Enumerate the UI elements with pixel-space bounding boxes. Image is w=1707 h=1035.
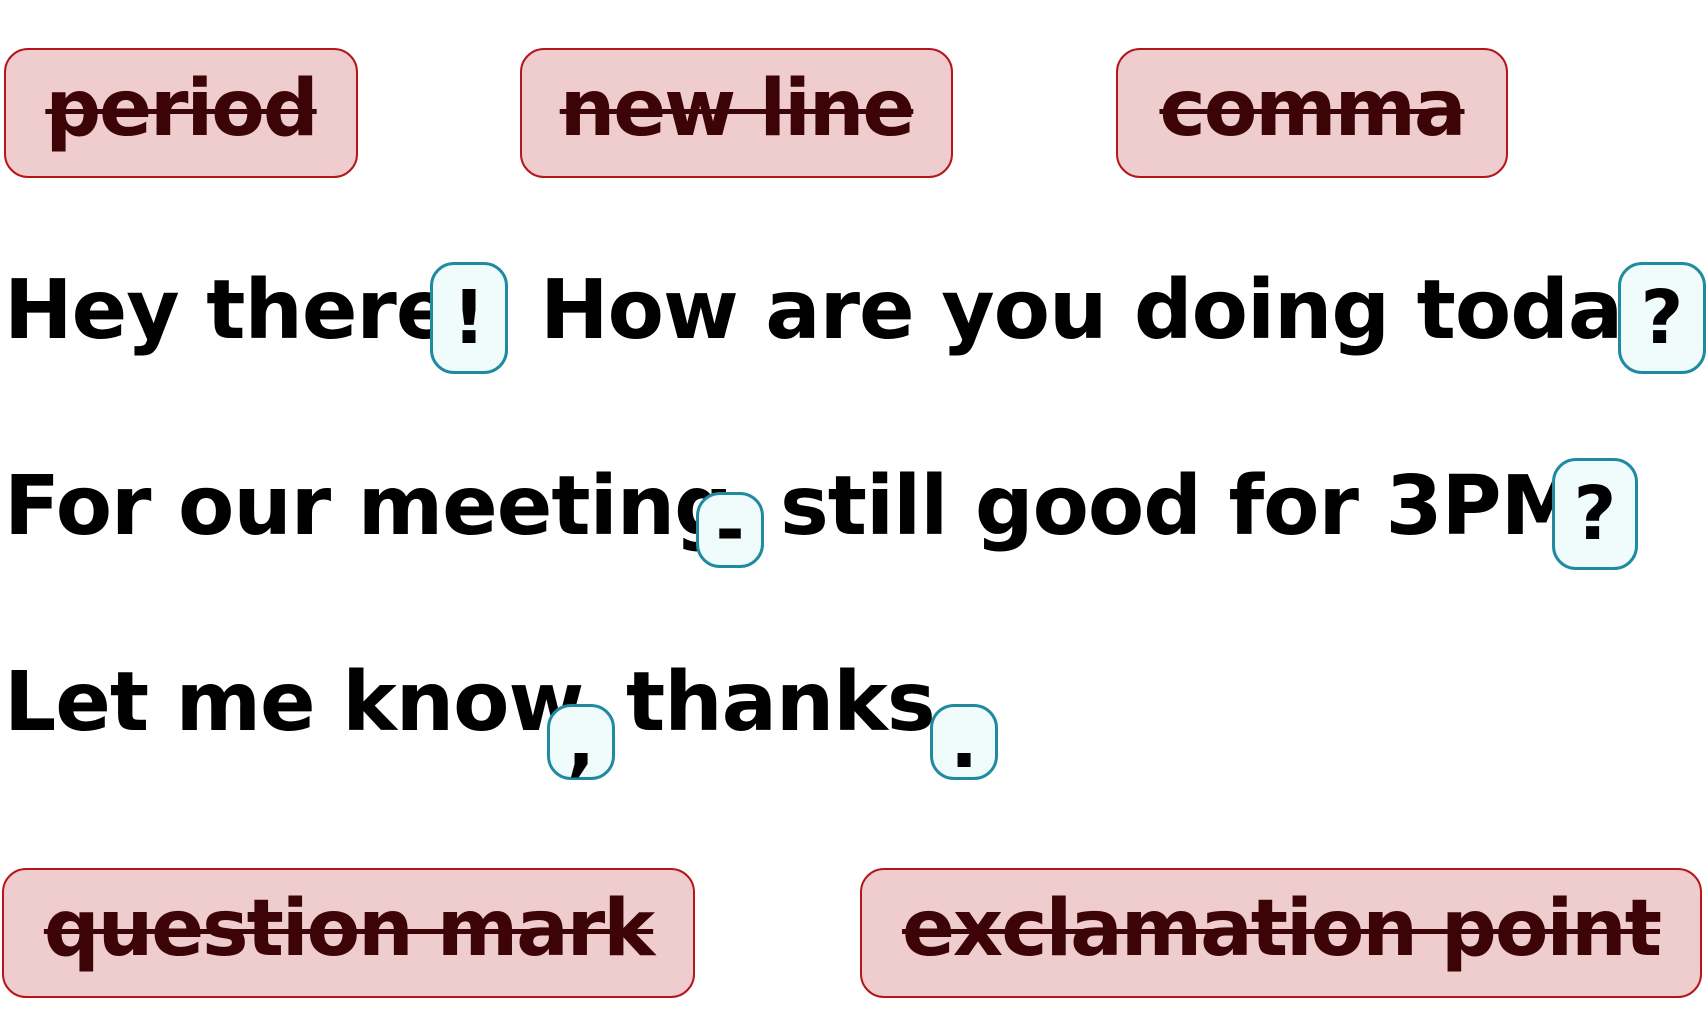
inserted-punctuation-badge: ! bbox=[430, 262, 508, 374]
sentence-text: Let me know bbox=[4, 655, 584, 750]
inserted-punctuation-badge: . bbox=[930, 704, 998, 780]
inserted-punctuation-badge: ? bbox=[1552, 458, 1638, 570]
inserted-punctuation-badge: - bbox=[696, 492, 764, 568]
sentence-text: still good for 3PM bbox=[780, 459, 1582, 554]
removed-word-chip-exclamation-point: exclamation point bbox=[860, 868, 1702, 998]
sentence-text: For our meeting bbox=[4, 459, 733, 554]
removed-word-text: question mark bbox=[43, 884, 655, 974]
sentence-text: Hey there bbox=[4, 263, 451, 358]
inserted-punctuation-badge: , bbox=[547, 704, 615, 780]
removed-word-chip-new-line: new line bbox=[520, 48, 953, 178]
removed-word-chip-period: period bbox=[4, 48, 358, 178]
removed-word-text: exclamation point bbox=[902, 884, 1662, 974]
removed-word-chip-comma: comma bbox=[1116, 48, 1508, 178]
removed-word-text: period bbox=[45, 64, 318, 154]
removed-word-chip-question-mark: question mark bbox=[2, 868, 695, 998]
inserted-punctuation-badge: ? bbox=[1618, 262, 1706, 374]
sentence-text: How are you doing today bbox=[540, 263, 1673, 358]
sentence-text: thanks bbox=[626, 655, 936, 750]
removed-word-text: comma bbox=[1159, 64, 1466, 154]
removed-word-text: new line bbox=[559, 64, 916, 154]
